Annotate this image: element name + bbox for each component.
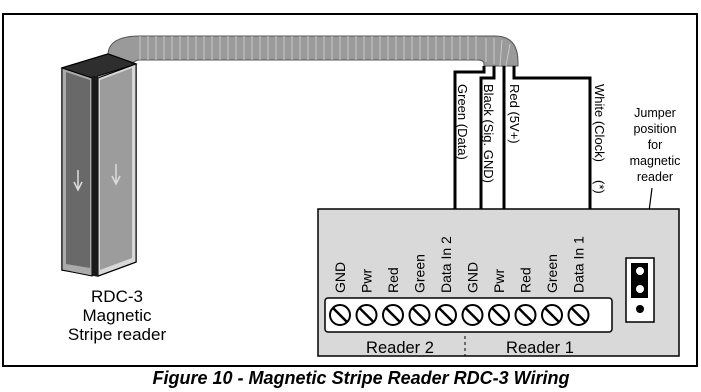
svg-text:reader: reader xyxy=(637,170,673,184)
terminal-screw-icon xyxy=(541,304,563,326)
svg-text:position: position xyxy=(633,122,676,136)
terminal-label: Pwr xyxy=(491,269,507,293)
wire-bundle xyxy=(453,66,592,209)
wire-label-green: Green (Data) xyxy=(455,84,470,160)
terminal-screw-icon xyxy=(382,304,404,326)
terminal-label: GND xyxy=(465,262,481,293)
arrow-down-icon xyxy=(73,164,121,192)
terminal-label: Data In 2 xyxy=(438,236,454,293)
terminal-screw-icon xyxy=(488,304,510,326)
reader1-group-label: Reader 1 xyxy=(506,339,574,357)
terminal-label: Red xyxy=(518,267,534,293)
terminal-label: Data In 1 xyxy=(571,236,587,293)
wire-label-red: Red (5V+) xyxy=(507,84,522,144)
wire-label-black: Black (Sig. GND) xyxy=(481,84,496,183)
terminal-screw-icon xyxy=(329,304,351,326)
terminal-screw-icon xyxy=(435,304,457,326)
figure-frame xyxy=(2,13,698,367)
jumper-label: Jumper position for magnetic reader xyxy=(630,106,681,184)
wire-label-white: White (Clock) xyxy=(592,84,607,162)
svg-text:Jumper: Jumper xyxy=(634,106,676,120)
terminal-block xyxy=(324,297,613,333)
wire-note-asterisk: (*) xyxy=(592,180,607,194)
terminal-label: Red xyxy=(385,267,401,293)
reader2-group-label: Reader 2 xyxy=(366,339,434,357)
reader-label: RDC-3 Magnetic Stripe reader xyxy=(68,287,167,344)
terminal-screw-icon xyxy=(461,304,484,326)
figure-caption: Figure 10 - Magnetic Stripe Reader RDC-3… xyxy=(153,368,570,388)
terminal-label: GND xyxy=(332,262,348,293)
wire-green-data xyxy=(453,66,486,209)
magnetic-stripe-reader xyxy=(60,53,138,277)
terminal-label: Pwr xyxy=(359,269,375,293)
terminal-screw-icon xyxy=(408,304,431,326)
svg-text:magnetic: magnetic xyxy=(630,154,681,168)
svg-text:RDC-3: RDC-3 xyxy=(91,287,143,306)
svg-text:Stripe reader: Stripe reader xyxy=(68,325,167,344)
terminal-screw-icon xyxy=(567,304,590,326)
svg-text:Magnetic: Magnetic xyxy=(83,306,152,325)
terminal-label: Green xyxy=(544,254,560,293)
wire-white-clock xyxy=(512,66,592,209)
jumper-block xyxy=(625,257,655,323)
terminal-label: Green xyxy=(412,254,428,293)
svg-text:for: for xyxy=(648,138,663,152)
cable-bundle xyxy=(107,35,519,71)
terminal-labels: GND Pwr Red Green Data In 2 GND Pwr Red Green Dat… xyxy=(332,236,587,293)
wire-black-sig-gnd xyxy=(479,66,496,209)
terminal-screw-icon xyxy=(514,304,537,326)
terminal-screw-icon xyxy=(355,304,378,326)
